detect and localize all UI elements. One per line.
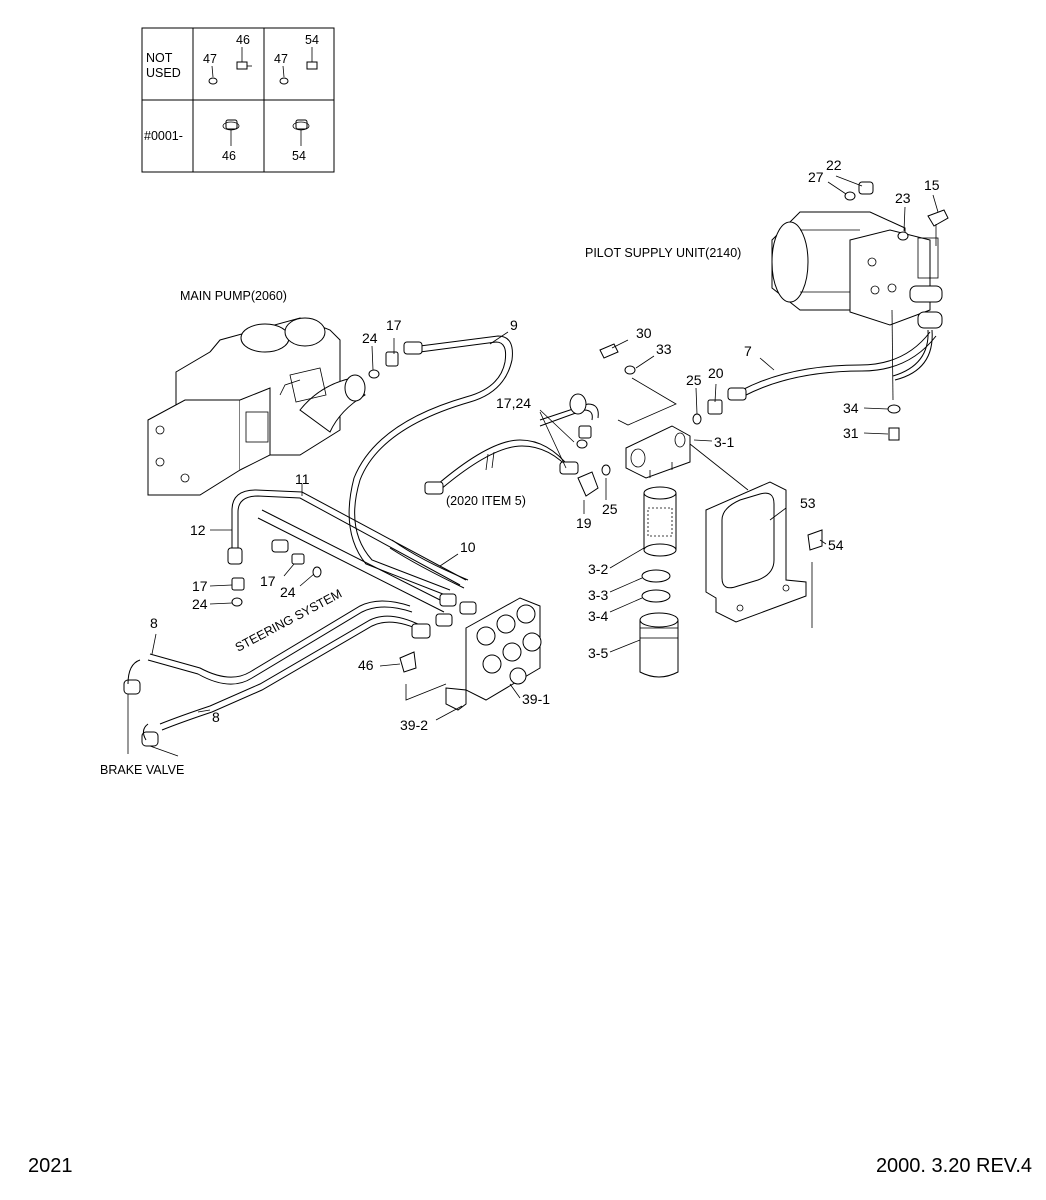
table-row1-label-line1: NOT (146, 51, 173, 65)
washer-icon (887, 404, 901, 414)
tubes-10-11-12 (227, 489, 469, 613)
leader-lines (151, 175, 939, 721)
bolt-icon (399, 651, 417, 673)
plug-icon (858, 181, 874, 195)
label-10: 10 (460, 539, 476, 555)
label-9: 9 (510, 317, 518, 333)
table-row2-label: #0001- (144, 129, 183, 143)
label-53: 53 (800, 495, 816, 511)
main-pump-drawing: MAIN PUMP(2060) (147, 289, 366, 496)
label-8: 8 (212, 709, 220, 725)
usage-table: NOT USED #0001- 47 46 47 54 46 54 (141, 27, 335, 173)
o-ring-icon (641, 569, 671, 583)
tubes-8 (123, 600, 425, 757)
line-filter-assembly (576, 343, 691, 678)
label-3-3: 3-3 (588, 587, 608, 603)
washer-icon (208, 77, 218, 85)
pilot-supply-unit-drawing: PILOT SUPPLY UNIT(2140) (585, 181, 949, 441)
label-24: 24 (280, 584, 296, 600)
o-ring-icon (692, 413, 702, 425)
label-8: 8 (150, 615, 158, 631)
label-34: 34 (843, 400, 859, 416)
o-ring-icon (641, 589, 671, 603)
page-number: 2021 (28, 1155, 73, 1177)
label-17-24: 17,24 (496, 395, 531, 411)
bracket-53 (705, 481, 823, 628)
bolt-with-washer-icon (295, 119, 308, 130)
label-3-4: 3-4 (588, 608, 608, 624)
o-ring-icon (844, 191, 856, 201)
table-row1-label-line2: USED (146, 66, 181, 80)
label-31: 31 (843, 425, 859, 441)
label-3-2: 3-2 (588, 561, 608, 577)
label-3-1: 3-1 (714, 434, 734, 450)
o-ring-icon (897, 231, 909, 241)
label-11: 11 (295, 471, 310, 487)
label-39-2: 39-2 (400, 717, 428, 733)
label-12: 12 (190, 522, 206, 538)
hose-9 (348, 335, 513, 597)
part-labels: 22 27 23 15 9 17 24 30 33 7 20 25 34 31 … (150, 157, 940, 733)
bolt-icon (807, 529, 823, 551)
table-r1c2-part-b: 46 (236, 33, 250, 47)
table-r1c3-part-a: 47 (274, 52, 288, 66)
fitting-icon (291, 553, 305, 565)
label-15: 15 (924, 177, 940, 193)
table-r2c3-part: 54 (292, 149, 306, 163)
hose-7 (692, 331, 937, 425)
label-24: 24 (362, 330, 378, 346)
table-r2c2-part: 46 (222, 149, 236, 163)
fitting-icon (231, 577, 245, 591)
fitting-icon (707, 399, 723, 415)
label-54: 54 (828, 537, 844, 553)
label-17: 17 (192, 578, 208, 594)
washer-icon (279, 77, 289, 85)
o-ring-icon (576, 439, 588, 449)
label-17: 17 (386, 317, 402, 333)
label-20: 20 (708, 365, 724, 381)
o-ring-icon (601, 464, 611, 476)
caption-pilot-supply: PILOT SUPPLY UNIT(2140) (585, 246, 741, 260)
bolt-icon (888, 427, 900, 441)
hose-item-2020 (424, 393, 599, 495)
label-7: 7 (744, 343, 752, 359)
o-ring-icon (368, 369, 380, 379)
caption-main-pump: MAIN PUMP(2060) (180, 289, 287, 303)
table-r1c2-part-a: 47 (203, 52, 217, 66)
label-30: 30 (636, 325, 652, 341)
bolt-with-washer-icon (225, 119, 238, 130)
washer-icon (624, 365, 636, 375)
label-22: 22 (826, 157, 842, 173)
label-39-1: 39-1 (522, 691, 550, 707)
label-17: 17 (260, 573, 276, 589)
bolt-icon (236, 61, 248, 70)
o-ring-icon (312, 566, 322, 578)
label-19: 19 (576, 515, 592, 531)
label-25: 25 (686, 372, 702, 388)
label-33: 33 (656, 341, 672, 357)
label-27: 27 (808, 169, 824, 185)
date-revision: 2000. 3.20 REV.4 (876, 1155, 1032, 1177)
label-23: 23 (895, 190, 911, 206)
table-r1c3-part-b: 54 (305, 33, 319, 47)
bolt-icon (306, 61, 318, 70)
label-3-5: 3-5 (588, 645, 608, 661)
label-46: 46 (358, 657, 374, 673)
caption-brake-valve: BRAKE VALVE (100, 763, 184, 777)
label-24: 24 (192, 596, 208, 612)
manifold-block-39 (399, 593, 542, 711)
caption-item-2020: (2020 ITEM 5) (446, 494, 526, 508)
fitting-icon (578, 425, 592, 439)
o-ring-icon (231, 597, 243, 607)
fitting-icon (385, 351, 399, 367)
label-25: 25 (602, 501, 618, 517)
